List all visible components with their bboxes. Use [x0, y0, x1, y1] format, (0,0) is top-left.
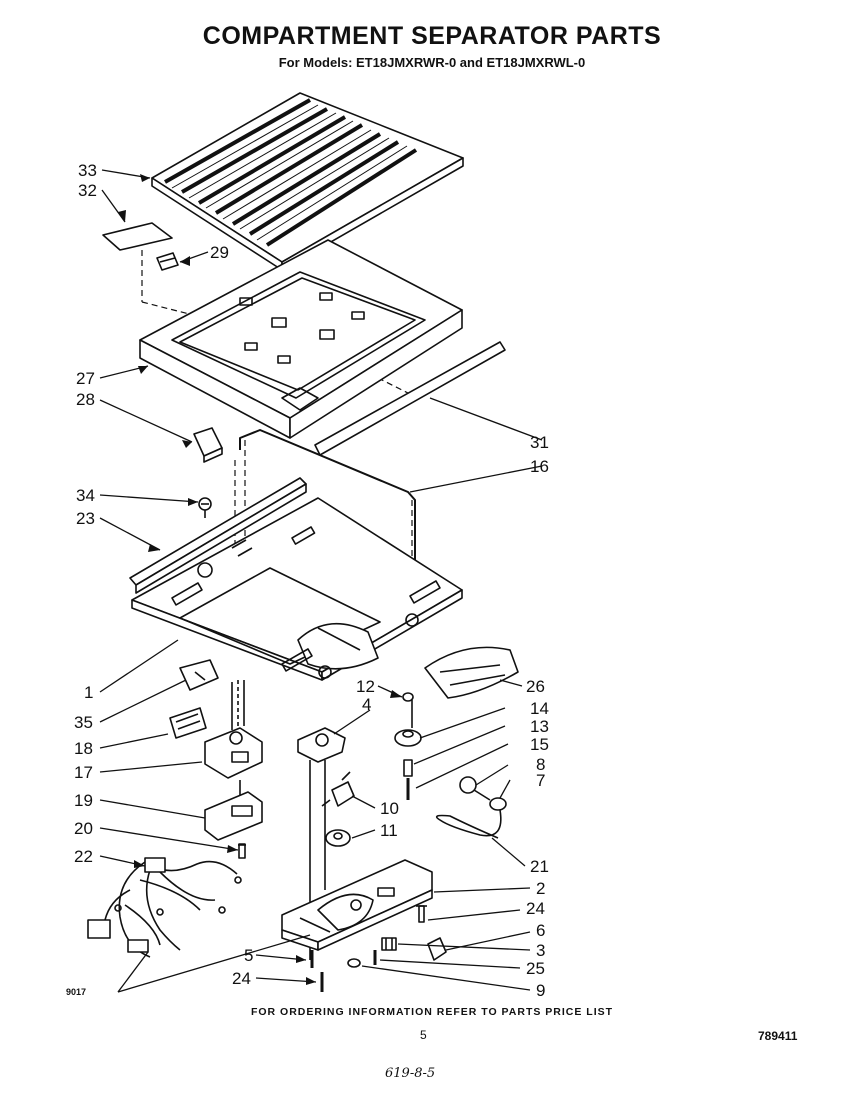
page-number: 5: [420, 1028, 427, 1042]
callout-7: 7: [536, 771, 545, 790]
part-12-nut: [402, 692, 414, 702]
callout-16: 16: [530, 457, 549, 476]
models-subtitle: For Models: ET18JMXRWR-0 and ET18JMXRWL-…: [278, 55, 586, 70]
callout-13: 13: [530, 717, 549, 736]
callout-12: 12: [356, 677, 375, 696]
callout-14: 14: [530, 699, 549, 718]
part-28-clip: [193, 427, 223, 463]
callout-18: 18: [74, 739, 93, 758]
callout-20: 20: [74, 819, 93, 838]
part-18-connector: [169, 707, 207, 739]
callout-22: 22: [74, 847, 93, 866]
callout-32: 32: [78, 181, 97, 200]
part-21-wire: [435, 809, 502, 839]
part-24-screw-a: [416, 905, 427, 923]
callout-26: 26: [526, 677, 545, 696]
part-13-shaft: [403, 759, 413, 777]
callout-3: 3: [536, 941, 545, 960]
part-14-knob: [394, 700, 422, 747]
callout-21: 21: [530, 857, 549, 876]
part-3-switch: [381, 937, 397, 951]
callout-19: 19: [74, 791, 93, 810]
part-8-bulb: [459, 776, 491, 801]
diagram-code: 9017: [66, 987, 86, 997]
callout-15: 15: [530, 735, 549, 754]
callout-8: 8: [536, 755, 545, 774]
part-29-block: [156, 252, 179, 271]
callout-27: 27: [76, 369, 95, 388]
part-19-control: [204, 780, 263, 841]
part-33-grille: [151, 92, 464, 271]
part-16-wire: [239, 429, 416, 610]
part-7-socket: [489, 797, 507, 811]
part-2-base-housing: [281, 859, 433, 951]
part-17-housing: [204, 680, 263, 779]
callout-17: 17: [74, 763, 93, 782]
callout-6: 6: [536, 921, 545, 940]
part-10-switch: [321, 771, 355, 807]
part-1-separator-pan: [131, 497, 463, 681]
document-number: 789411: [758, 1029, 798, 1043]
callout-25: 25: [526, 959, 545, 978]
part-31-strip: [314, 341, 506, 456]
part-35-bracket: [179, 659, 219, 691]
callout-10: 10: [380, 799, 399, 818]
callout-24-right: 24: [526, 899, 545, 918]
handwritten-note: 619-8-5: [385, 1066, 436, 1081]
callout-5: 5: [244, 946, 253, 965]
callout-28: 28: [76, 390, 95, 409]
callout-24-bottom: 24: [232, 969, 251, 988]
part-9-washer: [347, 958, 361, 968]
callout-11: 11: [380, 821, 398, 840]
part-6-cap: [427, 937, 447, 961]
callout-34: 34: [76, 486, 95, 505]
part-20-screw: [238, 843, 246, 859]
callout-35: 35: [74, 713, 93, 732]
callout-9: 9: [536, 981, 545, 1000]
callout-23: 23: [76, 509, 95, 528]
callout-33: 33: [78, 161, 97, 180]
part-34-screw: [198, 497, 212, 518]
part-26-insulation: [424, 646, 519, 699]
callout-31: 31: [530, 433, 549, 452]
page-title: COMPARTMENT SEPARATOR PARTS: [202, 22, 662, 50]
callout-labels: 33 32 29 27 28 31 16 34 23 1 35 18 17 19…: [66, 161, 549, 1000]
callout-2: 2: [536, 879, 545, 898]
ordering-note: FOR ORDERING INFORMATION REFER TO PARTS …: [250, 1006, 614, 1018]
part-32-label: [102, 222, 173, 251]
callout-29: 29: [210, 243, 229, 262]
part-23-rail: [129, 477, 307, 594]
part-22-wiring-harness: [87, 857, 242, 958]
callout-1: 1: [84, 683, 93, 702]
part-11-disc: [325, 829, 351, 847]
part-27-frame: [139, 239, 463, 439]
callout-4: 4: [362, 695, 371, 714]
